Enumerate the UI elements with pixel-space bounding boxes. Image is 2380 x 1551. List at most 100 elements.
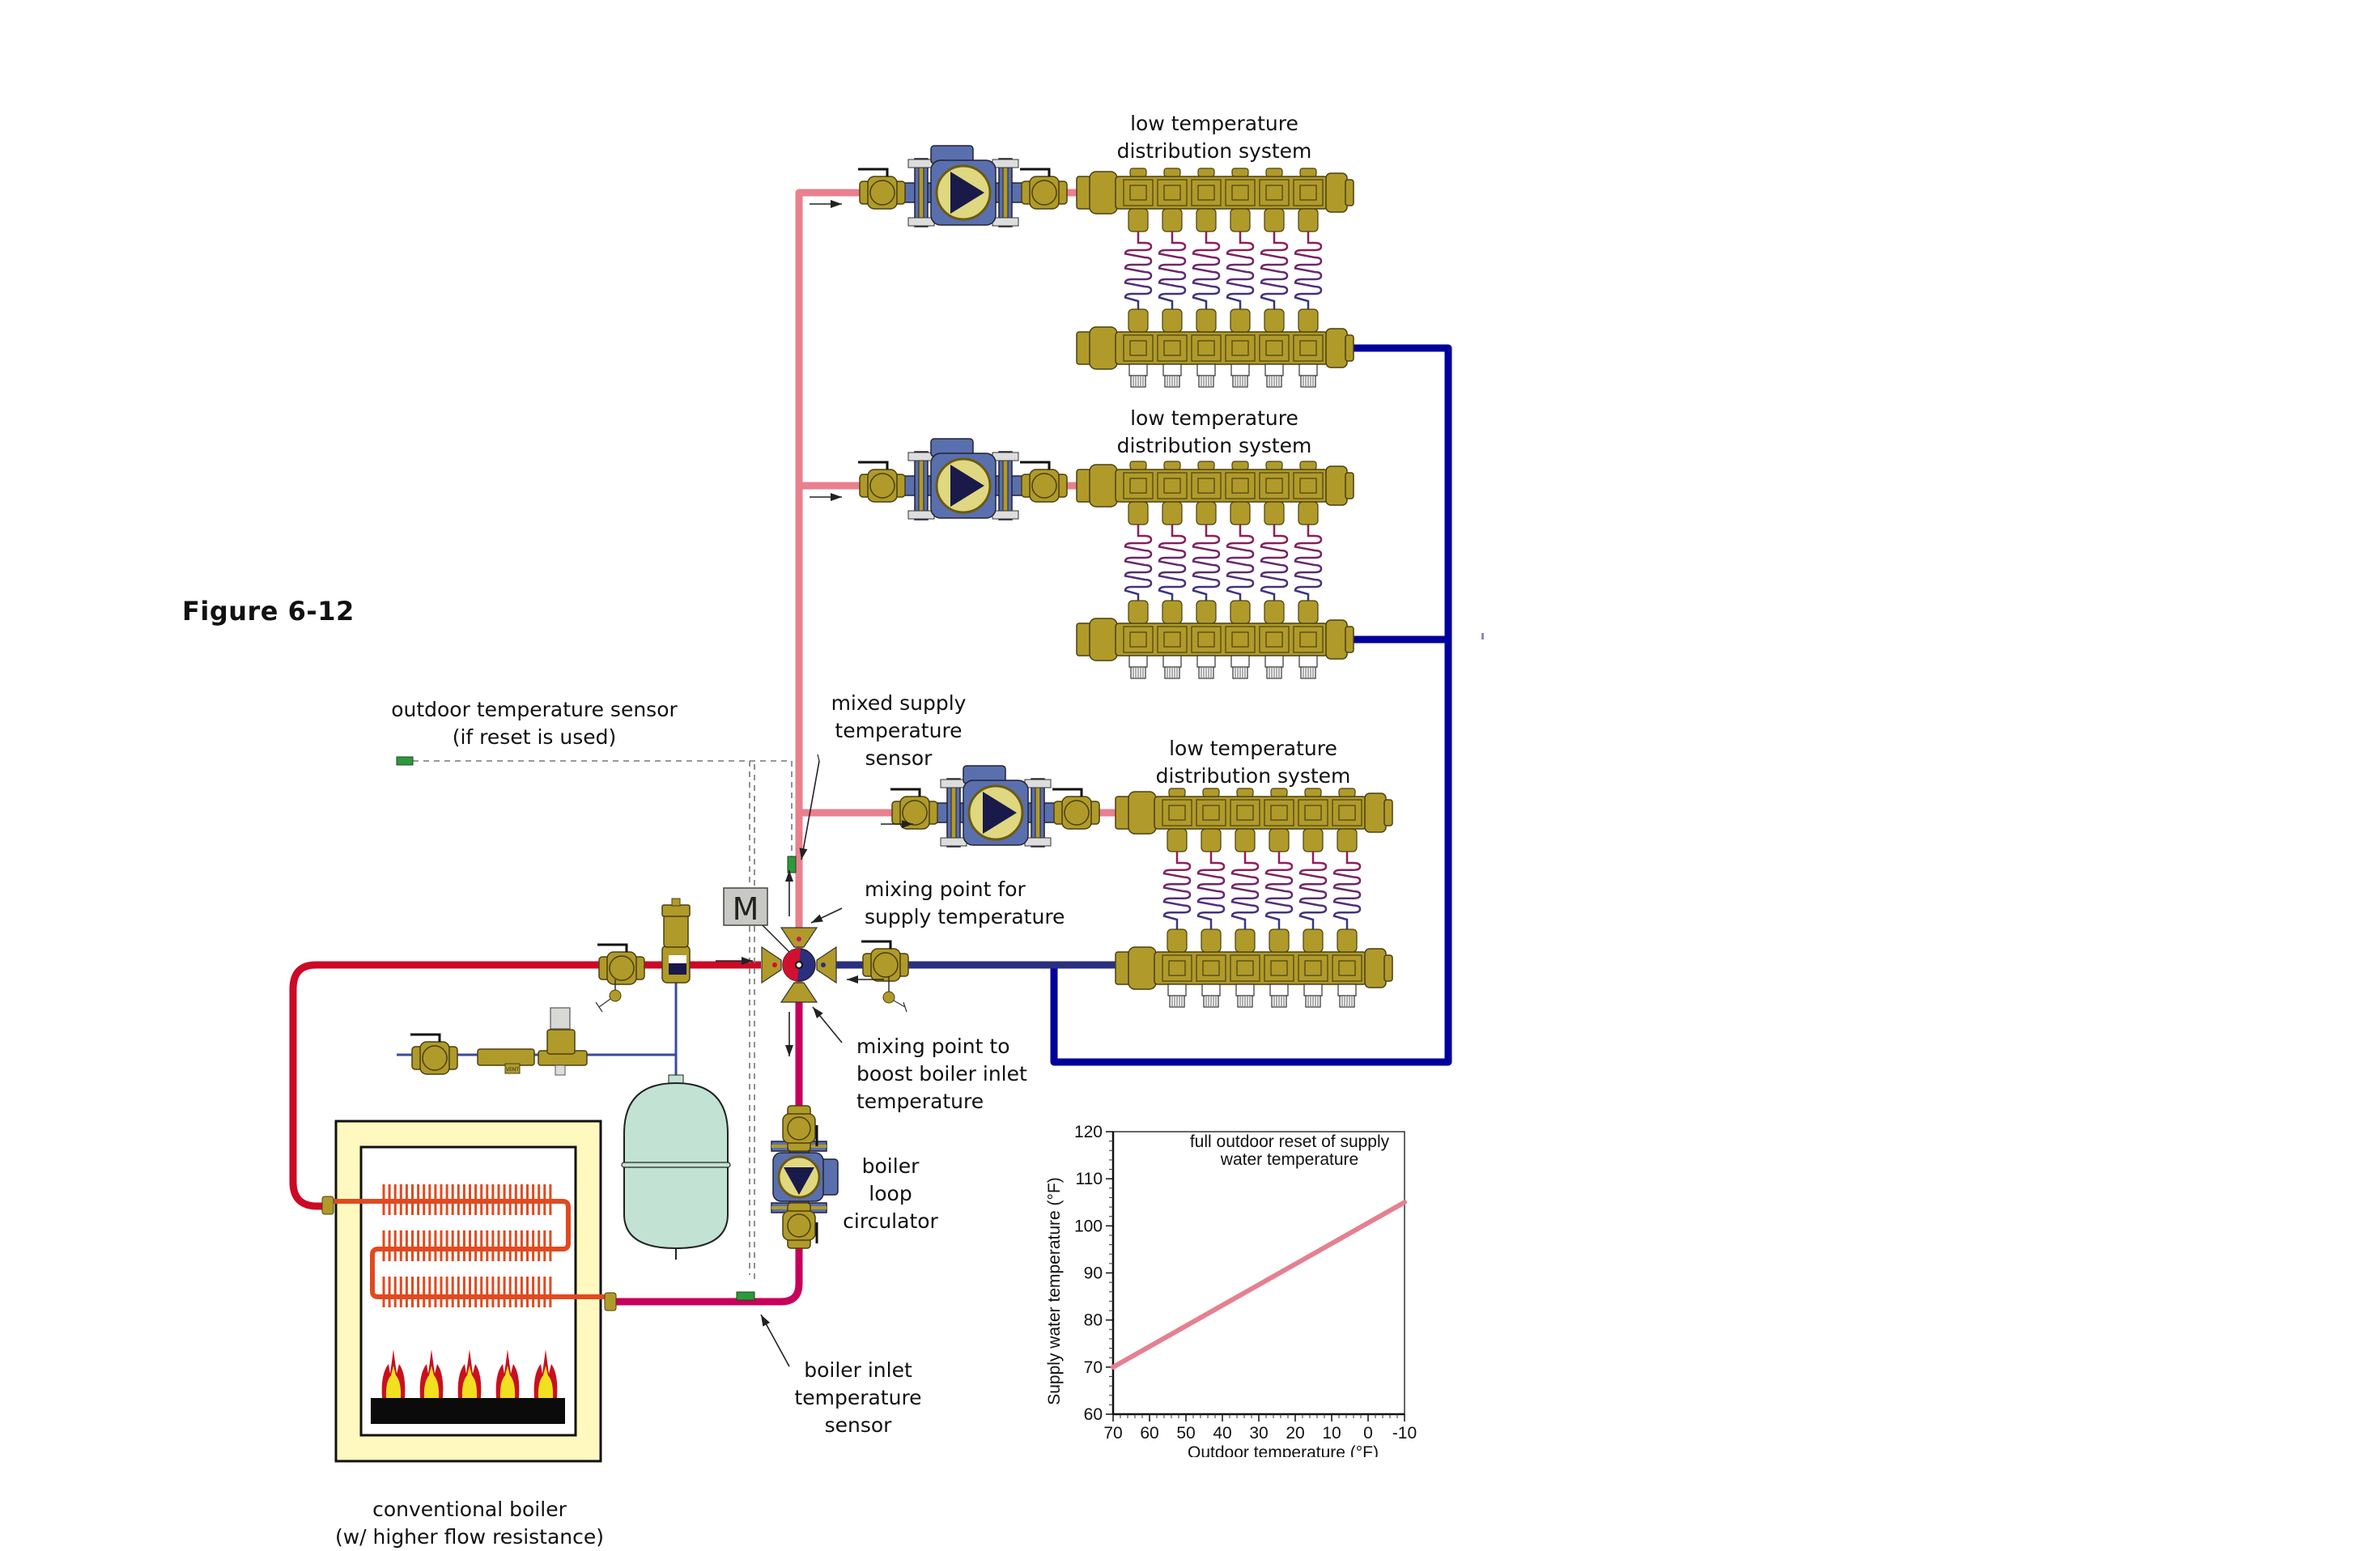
compression-fitting [1264, 600, 1285, 624]
leader-tick [817, 754, 820, 762]
radiant-loop [1192, 525, 1221, 606]
reset-chart: full outdoor reset of supply water tempe… [1045, 1123, 1417, 1457]
isolation-valve [782, 1105, 818, 1152]
compression-fitting [1128, 208, 1149, 232]
return-isolation-valve [861, 940, 909, 982]
figure-label: Figure 6-12 [182, 596, 355, 627]
air-vent-cap [1163, 461, 1181, 470]
compression-fitting [1162, 501, 1183, 525]
flow-arrow [785, 870, 793, 916]
air-vent [663, 914, 689, 948]
valve-handle-icon [858, 461, 889, 470]
radiant-loop [1124, 232, 1153, 312]
leader-mixing-boiler [812, 1006, 843, 1043]
compression-fitting [1264, 501, 1285, 525]
balancing-valve-cap [1269, 984, 1289, 996]
flange-bolt [940, 779, 967, 788]
motor-linkage [762, 924, 790, 953]
manifold-nut [1128, 946, 1157, 990]
x-tick-label: 40 [1213, 1424, 1231, 1443]
y-tick-label: 70 [1084, 1358, 1103, 1377]
isolation-valve [858, 461, 906, 503]
chart-frame [1111, 1131, 1405, 1416]
balancing-valve-cap [1230, 363, 1250, 376]
balancing-valve-cap [1196, 655, 1216, 668]
compression-fitting [1230, 308, 1251, 333]
flow-arrow [716, 957, 753, 965]
compression-fitting [1196, 501, 1217, 525]
burner [371, 1398, 565, 1424]
x-tick-label: 20 [1286, 1424, 1304, 1443]
valve-handle-icon [861, 940, 892, 949]
y-tick-label: 60 [1084, 1405, 1103, 1424]
radiant-loop [1226, 525, 1255, 606]
radiant-loop [1294, 525, 1323, 606]
flow-arrow [810, 493, 842, 501]
radiant-loop [1332, 852, 1362, 931]
compression-fitting [1298, 208, 1319, 232]
isolation-valve [782, 1202, 818, 1249]
air-vent-cap [1299, 168, 1317, 177]
return-manifold-3 [1115, 928, 1393, 1008]
boiler-inlet-temperature-sensor [736, 1291, 755, 1301]
air-vent-cap [1265, 461, 1283, 470]
air-vent-cap [1129, 168, 1147, 177]
compression-fitting [1196, 308, 1217, 333]
balancing-valve-cap [1230, 655, 1250, 668]
drain-valve [595, 979, 622, 1013]
compression-fitting [1162, 208, 1183, 232]
radiant-loop [1124, 525, 1153, 606]
boiler-supply-valve [597, 943, 645, 985]
air-vent-cap [1197, 168, 1215, 177]
boiler-supply [289, 961, 761, 1210]
compression-fitting [1167, 828, 1188, 852]
chart-series [1111, 1200, 1407, 1370]
valve-handle-icon [410, 1033, 441, 1042]
flow-arrow [847, 975, 884, 984]
manifold-nut [1089, 618, 1118, 661]
flow-arrow [881, 820, 913, 828]
four-way-mixing-valve [761, 927, 837, 1003]
flange-bolt [992, 452, 1019, 461]
manifold-cap [1325, 465, 1348, 506]
mixed-supply-riser [795, 189, 882, 1022]
manifold-cap [1325, 328, 1348, 368]
branch-1-circulator [902, 145, 1025, 227]
supply-manifold-2 [1076, 461, 1354, 525]
air-vent-cap [1338, 788, 1356, 797]
pressure-reducing-valve [538, 1007, 588, 1076]
air-vent-cap [1129, 461, 1147, 470]
heat-exchanger [332, 1184, 615, 1307]
compression-fitting [1264, 308, 1285, 333]
loops2 [1124, 525, 1323, 606]
compression-fitting [1201, 928, 1222, 953]
x-tick-label: 70 [1103, 1424, 1122, 1443]
series-line [1111, 1200, 1407, 1370]
compression-fitting [1303, 828, 1324, 852]
radiant-loop [1260, 525, 1289, 606]
compression-fitting [1298, 308, 1319, 333]
compression-fitting [1337, 828, 1358, 852]
compression-fitting [1196, 600, 1217, 624]
radiant-loop [1158, 525, 1187, 606]
radiant-loop [1294, 232, 1323, 312]
compression-fitting [1230, 501, 1251, 525]
label-boiler-inlet-sensor: boiler inlet temperature sensor [794, 1358, 922, 1437]
balancing-valve-cap [1201, 984, 1221, 996]
isolation-valve [1020, 168, 1068, 210]
manifold-nut [1089, 171, 1118, 215]
x-tick-label: 50 [1176, 1424, 1195, 1443]
backflow-preventer: VENT [477, 1048, 535, 1074]
hx-tube [332, 1199, 615, 1299]
compression-fitting [1269, 928, 1290, 953]
radiant-loop [1192, 232, 1221, 312]
compression-fitting [1128, 308, 1149, 333]
balancing-valve-cap [1235, 984, 1255, 996]
flow-arrow [810, 200, 842, 208]
air-vent-cap [1231, 461, 1249, 470]
balancing-valve-cap [1264, 655, 1284, 668]
flange-bolt [992, 217, 1019, 227]
flange-bolt [940, 837, 967, 847]
